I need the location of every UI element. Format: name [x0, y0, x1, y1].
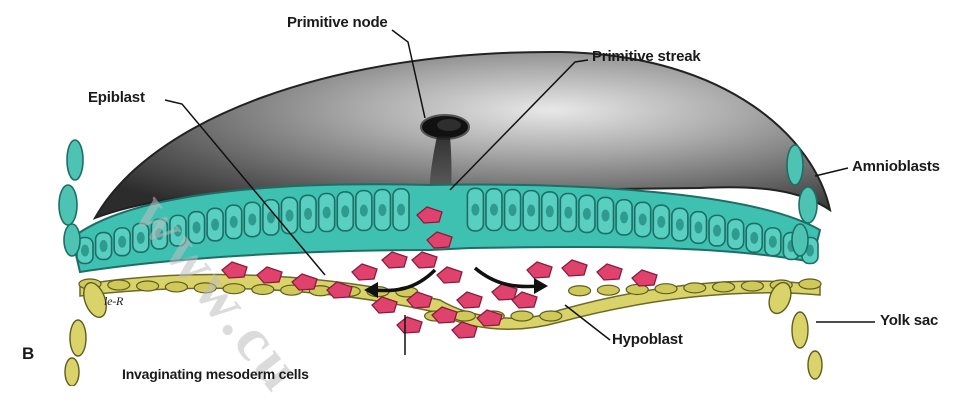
hypoblast-cell — [741, 281, 763, 291]
hypoblast-cell — [108, 280, 130, 290]
epiblast-nucleus — [490, 204, 498, 216]
epiblast-nucleus — [546, 205, 554, 217]
hypoblast-cell — [137, 281, 159, 291]
epiblast-nucleus — [174, 225, 182, 237]
epiblast-nucleus — [341, 205, 349, 217]
label-primitive-streak: Primitive streak — [592, 48, 701, 65]
epiblast-nucleus — [118, 236, 126, 248]
epiblast-nucleus — [304, 208, 312, 220]
mesoderm-cell — [412, 252, 437, 268]
mesoderm-cell — [597, 264, 622, 280]
hypoblast-cell — [569, 286, 591, 296]
epiblast-nucleus — [471, 204, 479, 216]
epiblast-nucleus — [657, 216, 665, 228]
epiblast-nucleus — [81, 245, 89, 257]
mesoderm-cell — [397, 317, 422, 333]
epiblast-nucleus — [360, 205, 368, 217]
epiblast-nucleus — [620, 211, 628, 223]
epiblast-nucleus — [713, 225, 721, 237]
epiblast-nucleus — [378, 204, 386, 216]
epiblast-nucleus — [323, 207, 331, 219]
label-yolk-sac: Yolk sac — [880, 312, 938, 329]
epiblast-nucleus — [397, 204, 405, 216]
mesoderm-cell — [527, 262, 552, 278]
epiblast-nucleus — [527, 205, 535, 217]
epiblast-nucleus — [676, 219, 684, 231]
epiblast-nucleus — [750, 232, 758, 244]
epiblast-nucleus — [230, 216, 238, 228]
hypoblast-cell — [223, 284, 245, 294]
epiblast-nucleus — [155, 228, 163, 240]
hypoblast-cell — [713, 282, 735, 292]
hypoblast-cell — [165, 282, 187, 292]
arrow-head-right — [534, 278, 548, 294]
epiblast-nucleus — [639, 214, 647, 226]
epiblast-nucleus — [602, 209, 610, 221]
hypoblast-cell — [597, 285, 619, 295]
hypoblast-cell — [252, 284, 274, 294]
label-invaginating-mesoderm: Invaginating mesoderm cells — [122, 366, 309, 382]
hypoblast-cell — [799, 279, 821, 289]
mesoderm-cell — [562, 260, 587, 276]
panel-letter: B — [22, 344, 34, 364]
mesoderm-cell — [457, 292, 482, 308]
mesoderm-cell — [437, 267, 462, 283]
epiblast-nucleus — [100, 240, 108, 252]
epiblast-nucleus — [732, 228, 740, 240]
epiblast-nucleus — [137, 232, 145, 244]
epiblast-nucleus — [509, 204, 517, 216]
hypoblast-cell — [194, 283, 216, 293]
mesoderm-cell — [632, 270, 657, 286]
label-primitive-node: Primitive node — [287, 14, 388, 31]
hypoblast-cell — [684, 283, 706, 293]
mesoderm-cell — [382, 252, 407, 268]
epiblast-nucleus — [211, 219, 219, 231]
mesoderm-cell — [352, 264, 377, 280]
amnioblasts-left — [59, 140, 83, 256]
epiblast-nucleus — [193, 221, 201, 233]
label-epiblast: Epiblast — [88, 89, 145, 106]
label-amnioblasts: Amnioblasts — [852, 158, 940, 175]
epiblast-nucleus — [583, 208, 591, 220]
epiblast-nucleus — [564, 207, 572, 219]
artist-signature: le-R — [104, 294, 123, 309]
label-hypoblast: Hypoblast — [612, 331, 683, 348]
epiblast-nucleus — [248, 214, 256, 226]
embryo-diagram — [0, 0, 975, 386]
hypoblast-cell — [540, 311, 562, 321]
epiblast-nucleus — [285, 209, 293, 221]
hypoblast-cell — [655, 284, 677, 294]
epiblast-nucleus — [769, 236, 777, 248]
hypoblast-cell — [511, 311, 533, 321]
epiblast-nucleus — [694, 221, 702, 233]
